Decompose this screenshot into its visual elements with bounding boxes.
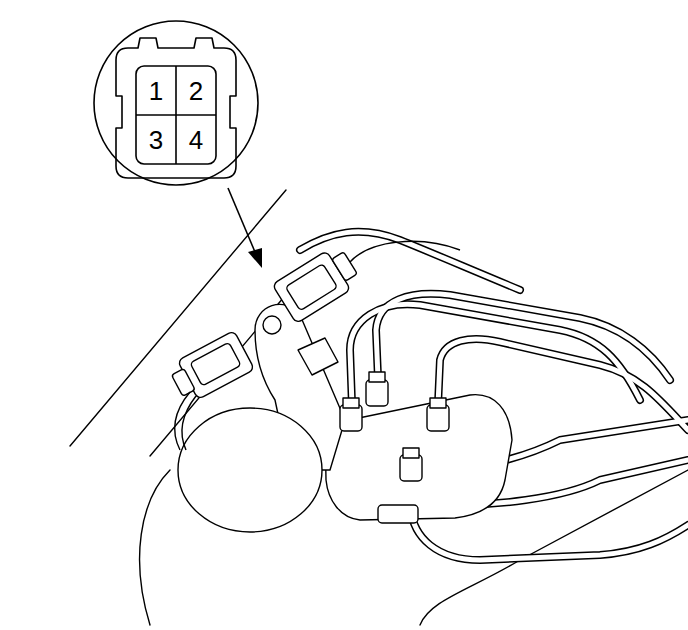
connector-lower <box>167 331 255 406</box>
body-line <box>140 470 170 625</box>
bracket-tab <box>298 338 338 375</box>
connector-upper <box>272 243 363 323</box>
connector-callout <box>94 21 258 185</box>
brake-fittings <box>340 372 449 523</box>
pin-number: 4 <box>189 127 203 153</box>
pointer-arrow <box>228 188 262 268</box>
pin-number: 2 <box>189 78 203 104</box>
bracket-hole <box>263 316 281 334</box>
modulator-body <box>325 395 512 520</box>
reservoir <box>178 408 322 532</box>
brake-lines <box>300 232 688 560</box>
harness-wire <box>175 241 460 450</box>
pin-number: 1 <box>149 78 163 104</box>
pin-number: 3 <box>149 127 163 153</box>
